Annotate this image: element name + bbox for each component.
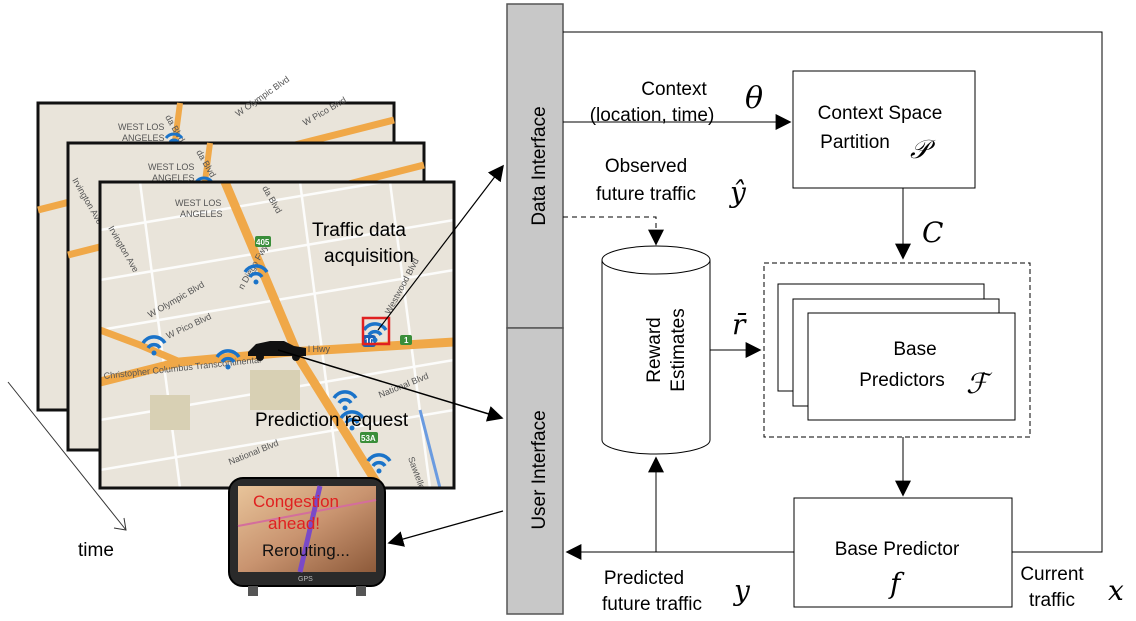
gps-alert-line1: Congestion <box>253 492 339 511</box>
wifi-icon <box>141 335 167 356</box>
map-label-west-la-back-2: ANGELES <box>122 133 165 143</box>
map-label-west-la-mid-2: ANGELES <box>152 173 195 183</box>
arrow-acquisition-to-data-interface <box>377 164 504 331</box>
highway-shield-1: 1 <box>400 335 412 345</box>
wifi-icon <box>366 453 392 474</box>
reward-label-2: Estimates <box>668 308 689 391</box>
observed-label: Observed <box>605 156 687 177</box>
context-label: Context <box>641 79 707 100</box>
gps-alert-line2: ahead! <box>268 514 320 533</box>
data-interface-label: Data Interface <box>529 106 550 225</box>
observed-label-2: future traffic <box>596 184 696 205</box>
arrow-request-to-user-interface <box>277 349 504 422</box>
traffic-acquisition-label: Traffic data <box>312 220 406 241</box>
gps-device-icon: Congestion ahead! Rerouting... GPS <box>228 477 386 596</box>
time-axis-arrow <box>7 381 127 531</box>
base-predictor-box <box>793 497 1013 608</box>
map-frame-front: WEST LOS ANGELES da Blvd Irvington Ave W… <box>98 180 456 490</box>
wifi-icon-group <box>141 264 392 474</box>
wifi-icon <box>243 264 269 285</box>
partition-label-2: Partition <box>820 132 890 153</box>
traffic-acquisition-label-2: acquisition <box>324 246 414 267</box>
arrow-observed-to-reward <box>563 216 664 246</box>
base-predictors-label: Base <box>893 339 936 360</box>
gps-rerouting-text: Rerouting... <box>262 541 350 560</box>
reward-symbol: r̄ <box>732 308 747 341</box>
wifi-icon-highlighted <box>362 322 388 343</box>
predicted-symbol: y <box>732 574 751 607</box>
map-label-west-la-front-2: ANGELES <box>180 209 223 219</box>
prediction-framework: Context (location, time) θ Context Space… <box>563 31 1124 615</box>
wifi-icon <box>332 390 358 411</box>
data-interface-panel <box>506 3 564 329</box>
highway-shield-53a: 53A <box>360 432 378 443</box>
user-interface-label: User Interface <box>529 410 550 529</box>
observed-symbol: ŷ <box>728 176 747 209</box>
svg-text:1: 1 <box>404 336 409 345</box>
wifi-icon <box>215 349 241 370</box>
time-label: time <box>78 540 114 561</box>
current-traffic-loop <box>563 31 1103 553</box>
prediction-request-label: Prediction request <box>255 410 409 431</box>
wifi-icon <box>339 410 365 431</box>
base-predictor-label: Base Predictor <box>835 539 960 560</box>
acquisition-highlight-box <box>361 316 391 346</box>
partition-label: Context Space <box>818 103 943 124</box>
base-predictor-card-front <box>807 312 1016 421</box>
reward-estimates-database: Reward Estimates <box>601 245 711 455</box>
car-icon <box>248 341 306 361</box>
map-label-west-la-back: WEST LOS <box>118 122 164 132</box>
svg-text:10: 10 <box>365 337 374 346</box>
current-traffic-symbol: x <box>1108 574 1124 607</box>
map-stack: WEST LOS ANGELES W Olympic Blvd W Pico B… <box>7 74 456 561</box>
base-predictors-container <box>763 262 1031 438</box>
gps-brand-label: GPS <box>298 576 313 583</box>
base-predictors-label-2: Predictors <box>859 370 945 391</box>
reward-label: Reward <box>644 317 665 382</box>
map-label-hwy: l Hwy <box>308 344 330 354</box>
predicted-label-2: future traffic <box>602 594 702 615</box>
current-traffic-label: Current <box>1020 564 1084 585</box>
map-label-west-la-mid: WEST LOS <box>148 162 194 172</box>
context-sub-label: (location, time) <box>590 105 715 126</box>
map-label-west-la-front: WEST LOS <box>175 198 221 208</box>
highway-shield-405: 405 <box>255 236 271 247</box>
context-symbol: θ <box>745 81 763 116</box>
context-space-partition-box <box>792 70 976 189</box>
interface-column: Data Interface User Interface <box>506 3 564 615</box>
arrow-user-interface-to-gps <box>387 510 504 547</box>
current-traffic-label-2: traffic <box>1029 590 1075 611</box>
c-symbol: C <box>922 216 943 249</box>
user-interface-panel <box>506 327 564 615</box>
svg-text:53A: 53A <box>361 434 376 443</box>
svg-text:405: 405 <box>256 238 270 247</box>
predicted-label: Predicted <box>604 568 684 589</box>
